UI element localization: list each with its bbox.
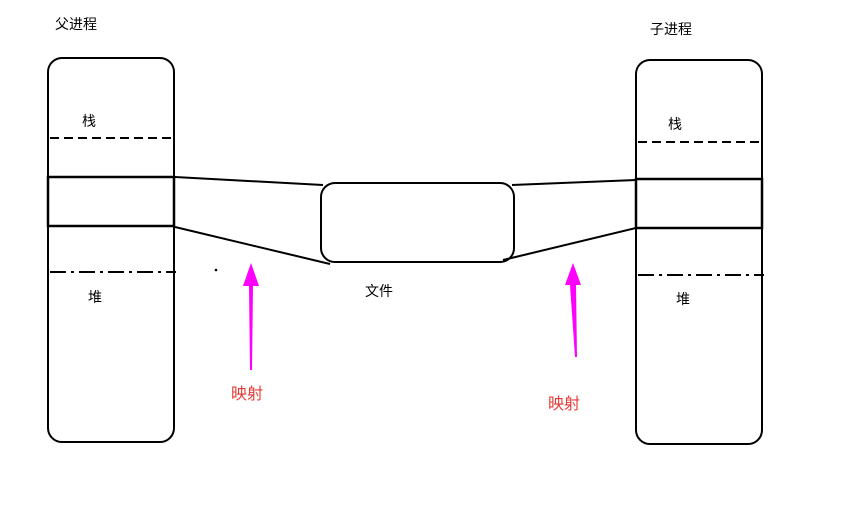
stray-dot bbox=[214, 268, 218, 272]
mapping-arrow-left-icon bbox=[243, 263, 259, 370]
parent-stack-label: 栈 bbox=[82, 114, 96, 130]
file: 文件 bbox=[320, 182, 515, 300]
child-heap-label: 堆 bbox=[676, 292, 690, 308]
connector-child-bottom bbox=[502, 227, 637, 261]
parent-process-title: 父进程 bbox=[55, 17, 97, 33]
child-process-box bbox=[635, 59, 763, 445]
child-process: 子进程 栈 堆 bbox=[634, 22, 764, 445]
parent-process-box bbox=[47, 57, 175, 443]
connector-parent-bottom bbox=[174, 226, 331, 265]
parent-mapped-region bbox=[46, 175, 176, 228]
mapping-connectors bbox=[174, 176, 637, 272]
parent-heap-label: 堆 bbox=[88, 290, 102, 306]
mapping-label-left: 映射 bbox=[231, 384, 263, 403]
file-box bbox=[320, 182, 515, 263]
connector-parent-top bbox=[174, 176, 324, 186]
child-stack-label: 栈 bbox=[668, 117, 682, 133]
child-mapped-region bbox=[634, 177, 764, 230]
file-label: 文件 bbox=[365, 284, 393, 300]
mapping-arrows: 映射 映射 bbox=[231, 263, 581, 413]
child-process-title: 子进程 bbox=[650, 22, 692, 38]
mapping-arrow-right-icon bbox=[565, 263, 581, 357]
mapping-label-right: 映射 bbox=[548, 394, 580, 413]
parent-process: 父进程 栈 堆 bbox=[46, 17, 176, 443]
connector-child-top bbox=[511, 179, 637, 186]
